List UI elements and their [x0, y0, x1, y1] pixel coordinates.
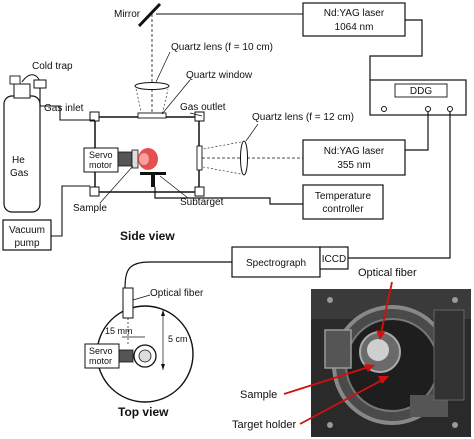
temp-cable: [154, 187, 303, 205]
temp-line2: controller: [322, 204, 364, 215]
laser-355-line2: 355 nm: [337, 160, 370, 171]
mirror-label: Mirror: [114, 9, 141, 20]
iccd-box: ICCD: [319, 246, 349, 270]
cable-1064-ddg: [369, 19, 423, 80]
temperature-controller-box: Temperature controller: [302, 184, 384, 220]
vacuum-line: [51, 185, 90, 237]
spectrograph-label: Spectrograph: [246, 258, 306, 269]
leader-optical-fiber-top: [132, 294, 151, 301]
mirror: [137, 2, 162, 28]
leader-lens-top: [155, 51, 171, 83]
laser-355-line1: Nd:YAG laser: [324, 146, 385, 157]
arrow-optical-fiber: [379, 281, 393, 339]
cold-trap: [33, 79, 47, 89]
vacuum-line2: pump: [14, 238, 39, 249]
quartz-lens-right: [240, 140, 248, 176]
leader-quartz-window: [161, 79, 191, 115]
gas-inlet-label: Gas inlet: [44, 103, 84, 114]
he-gas-cylinder: He Gas: [3, 75, 41, 213]
vacuum-pump-box: Vacuum pump: [2, 219, 52, 251]
he-gas-line2: Gas: [10, 168, 28, 179]
optical-fiber-top-label: Optical fiber: [150, 288, 204, 299]
ddg-label: DDG: [410, 86, 432, 97]
servo-side-line1: Servo: [89, 150, 113, 160]
dim-5cm-label: 5 cm: [168, 334, 188, 344]
ddg-box: DDG: [369, 79, 467, 116]
servo-top-line2: motor: [89, 356, 112, 366]
temp-line1: Temperature: [315, 191, 372, 202]
he-gas-line1: He: [12, 155, 25, 166]
cable-ddg-iccd: [348, 112, 451, 259]
photo-sample-label: Sample: [240, 389, 277, 401]
iccd-label: ICCD: [322, 254, 346, 265]
quartz-lens-top-label: Quartz lens (f = 10 cm): [171, 42, 273, 53]
vacuum-line1: Vacuum: [9, 225, 45, 236]
arrow-sample: [283, 365, 373, 395]
chamber-side-view: Servo motor: [83, 111, 205, 197]
top-view-title: Top view: [118, 405, 169, 419]
leader-sample-side: [99, 165, 134, 204]
photo-target-holder-label: Target holder: [232, 419, 297, 431]
laser-355-box: Nd:YAG laser 355 nm: [302, 139, 406, 176]
servo-side-line2: motor: [89, 160, 112, 170]
chamber-top-view: Servo motor: [84, 287, 194, 403]
laser-1064-line2: 1064 nm: [335, 22, 374, 33]
gas-outlet-label: Gas outlet: [180, 102, 226, 113]
leader-subtarget: [159, 175, 189, 199]
leader-gas-outlet: [189, 112, 203, 117]
side-view-title: Side view: [120, 229, 175, 243]
photo-optical-fiber-label: Optical fiber: [358, 267, 417, 279]
subtarget-label: Subtarget: [180, 197, 224, 208]
spectrograph-box: Spectrograph: [231, 246, 321, 278]
cable-ddg-355: [405, 112, 429, 151]
apparatus-photo: [311, 289, 471, 437]
cold-trap-label: Cold trap: [32, 61, 73, 72]
sample-side-label: Sample: [73, 203, 107, 214]
laser-1064-line1: Nd:YAG laser: [324, 8, 385, 19]
servo-top-line1: Servo: [89, 346, 113, 356]
quartz-lens-top: [134, 82, 170, 90]
optical-fiber-cable: [124, 261, 232, 291]
quartz-window-label: Quartz window: [186, 70, 253, 81]
gas-line: [21, 74, 95, 121]
laser-1064-box: Nd:YAG laser 1064 nm: [302, 2, 406, 37]
leader-lens-right: [245, 123, 259, 142]
quartz-lens-right-label: Quartz lens (f = 12 cm): [252, 112, 354, 123]
arrow-target-holder: [299, 377, 387, 425]
dim-15mm-label: 15 mm: [105, 326, 133, 336]
